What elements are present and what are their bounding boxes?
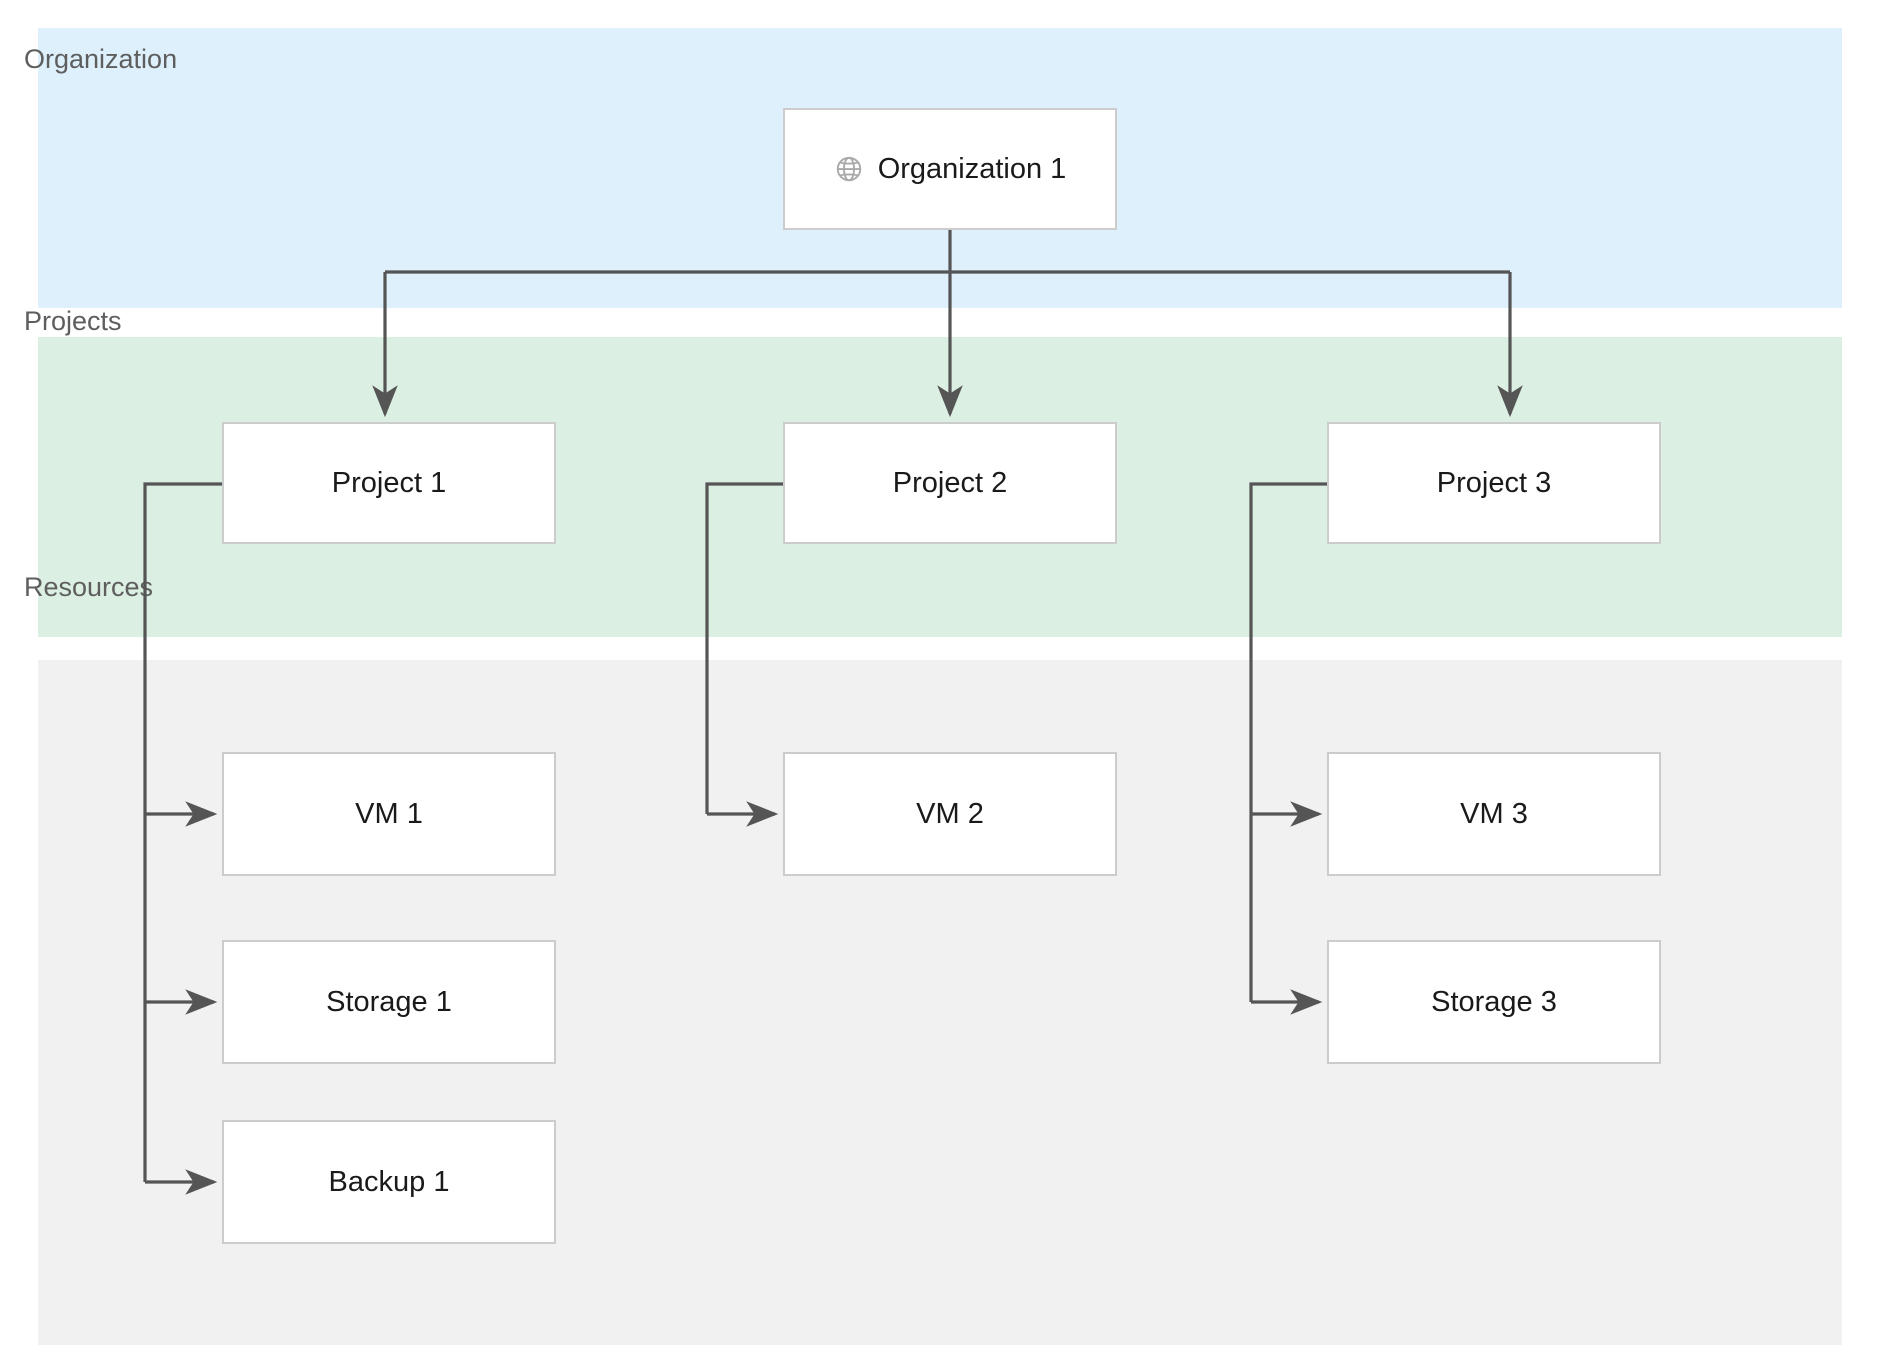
node-label: VM 1 [355,797,423,830]
node-label: Storage 1 [326,985,452,1018]
node-label: Backup 1 [328,1165,450,1198]
node-storage-3[interactable]: Storage 3 [1327,940,1661,1064]
node-vm-2[interactable]: VM 2 [783,752,1117,876]
node-backup-1[interactable]: Backup 1 [222,1120,556,1244]
node-label: Storage 3 [1431,985,1557,1018]
node-vm-3[interactable]: VM 3 [1327,752,1661,876]
node-project-1[interactable]: Project 1 [222,422,556,544]
node-label: Project 2 [892,466,1008,499]
node-label: VM 3 [1460,797,1528,830]
node-label: VM 2 [916,797,984,830]
node-label: Project 3 [1436,466,1552,499]
node-vm-1[interactable]: VM 1 [222,752,556,876]
globe-icon [834,154,864,184]
band-label-projects: Projects [24,306,122,336]
band-label-resources: Resources [24,572,154,602]
node-label: Organization 1 [877,152,1067,185]
node-project-3[interactable]: Project 3 [1327,422,1661,544]
band-label-organization: Organization [24,44,178,74]
node-label: Project 1 [331,466,447,499]
node-organization-1[interactable]: Organization 1 [783,108,1117,230]
node-storage-1[interactable]: Storage 1 [222,940,556,1064]
node-project-2[interactable]: Project 2 [783,422,1117,544]
